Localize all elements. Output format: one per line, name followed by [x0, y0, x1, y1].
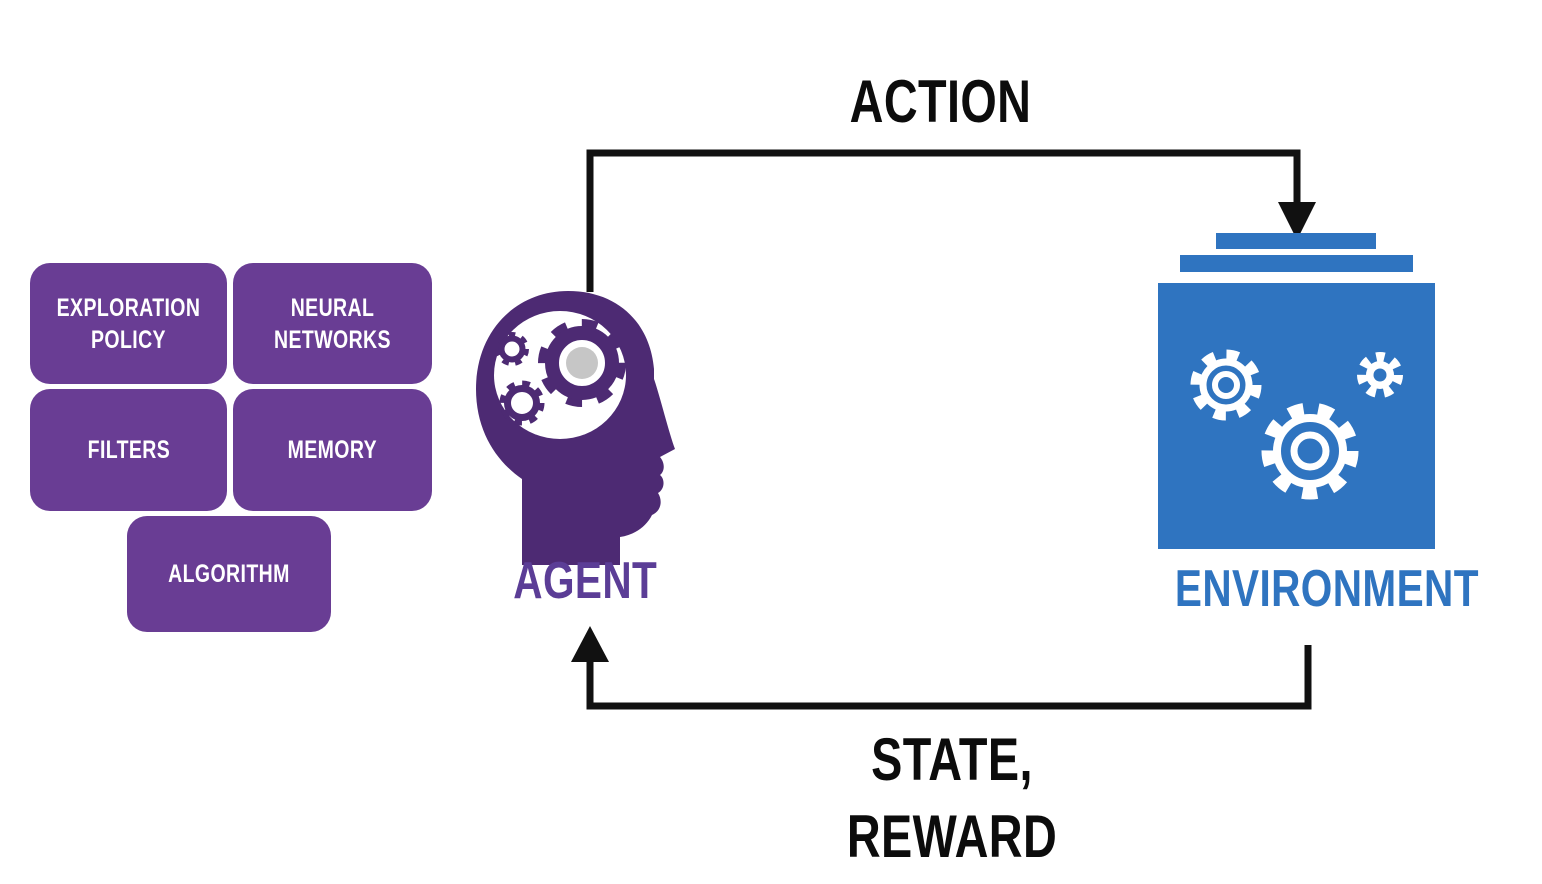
env-top-bar: [1216, 233, 1376, 249]
component-box-memory: MEMORY: [233, 389, 432, 511]
state-reward-arrow: [571, 626, 1312, 710]
env-medium-gear-icon: [1190, 349, 1262, 421]
state-reward-arrow-line: [586, 645, 1312, 710]
environment-label: ENVIRONMENT: [1132, 556, 1479, 623]
component-box-label: EXPLORATION POLICY: [56, 293, 201, 354]
env-large-gear-icon: [1261, 402, 1359, 500]
env-mid-bar: [1180, 255, 1413, 272]
action-label-text: ACTION: [849, 68, 1031, 135]
state-reward-label: STATE, REWARD: [752, 722, 1152, 876]
component-box-neural-networks: NEURAL NETWORKS: [233, 263, 432, 384]
component-box-algorithm: ALGORITHM: [127, 516, 331, 632]
agent-label-text: AGENT: [513, 552, 657, 610]
state-reward-label-text: STATE, REWARD: [846, 726, 1058, 870]
environment-label-text: ENVIRONMENT: [1174, 560, 1479, 618]
small-gear-icon: [495, 332, 529, 366]
component-box-label: FILTERS: [87, 436, 170, 464]
component-box-label: MEMORY: [287, 436, 378, 464]
medium-gear-icon: [499, 380, 545, 426]
agent-label: AGENT: [460, 548, 710, 615]
state-reward-arrowhead-icon: [571, 626, 609, 662]
large-gear-icon: [538, 319, 626, 407]
component-box-label: ALGORITHM: [168, 560, 290, 588]
component-box-exploration-policy: EXPLORATION POLICY: [30, 263, 227, 384]
action-label: ACTION: [765, 64, 1115, 141]
env-small-gear-icon: [1357, 352, 1403, 398]
component-box-filters: FILTERS: [30, 389, 227, 511]
agent-head-gears-icon: [476, 291, 675, 565]
environment-gears-icon: [1158, 233, 1435, 549]
component-box-label: NEURAL NETWORKS: [274, 293, 391, 354]
